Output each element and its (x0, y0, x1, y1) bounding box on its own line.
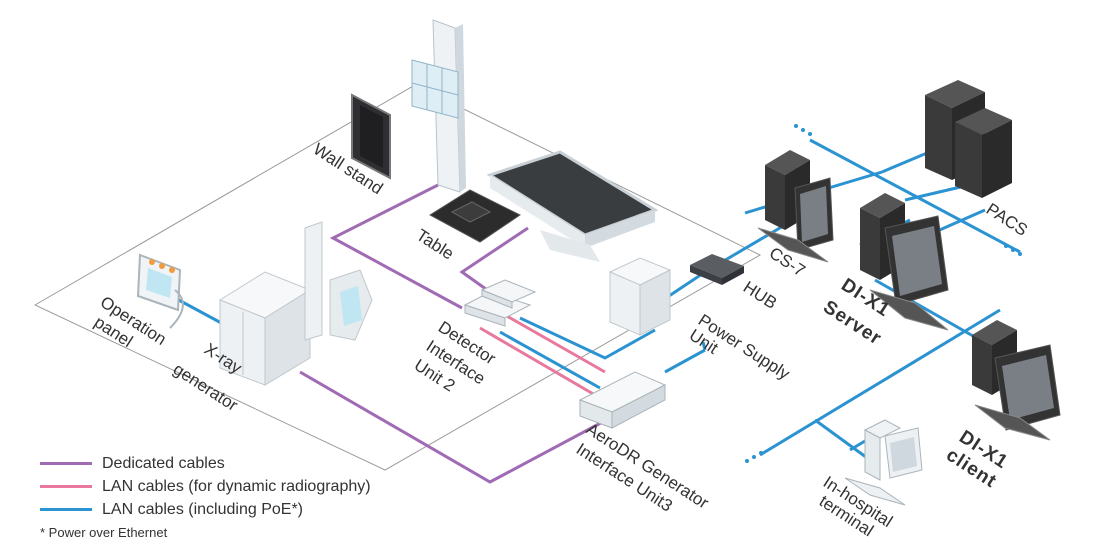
legend: Dedicated cables LAN cables (for dynamic… (40, 452, 371, 540)
room-outline (33, 84, 762, 471)
detector-interface-unit-2-device (463, 279, 537, 327)
pacs-servers-device (925, 80, 1012, 198)
label-hub: HUB (740, 277, 780, 312)
aerodr-generator-interface-unit3-device (578, 371, 667, 429)
legend-footnote: * Power over Ethernet (40, 525, 168, 540)
legend-row-lan-dynamic: LAN cables (for dynamic radiography) (40, 475, 371, 498)
label-pacs: PACS (983, 199, 1031, 239)
legend-swatch-dedicated (40, 462, 92, 465)
wall-stand-device (351, 19, 466, 193)
hub-device (690, 254, 744, 285)
cs7-workstation-device (757, 150, 834, 263)
legend-swatch-lan-poe (40, 508, 92, 511)
label-table: Table (413, 225, 457, 263)
dix1-client-device (972, 320, 1061, 441)
lan-dynamic-cables (479, 313, 606, 397)
legend-label-dedicated: Dedicated cables (102, 454, 225, 472)
legend-row-lan-poe: LAN cables (including PoE*) (40, 498, 371, 521)
legend-row-dedicated: Dedicated cables (40, 452, 371, 475)
operation-panel-device (136, 253, 184, 329)
dix1-server-device (860, 193, 949, 331)
network-ellipsis (745, 124, 1022, 463)
xray-generator-device (218, 221, 373, 386)
power-supply-unit-device (608, 257, 672, 336)
legend-swatch-lan-dynamic (40, 485, 92, 488)
in-hospital-terminal-device (844, 419, 923, 506)
legend-label-lan-dynamic: LAN cables (for dynamic radiography) (102, 477, 371, 495)
legend-label-lan-poe: LAN cables (including PoE*) (102, 500, 303, 518)
table-device (429, 150, 659, 262)
dedicated-cables (299, 183, 626, 484)
